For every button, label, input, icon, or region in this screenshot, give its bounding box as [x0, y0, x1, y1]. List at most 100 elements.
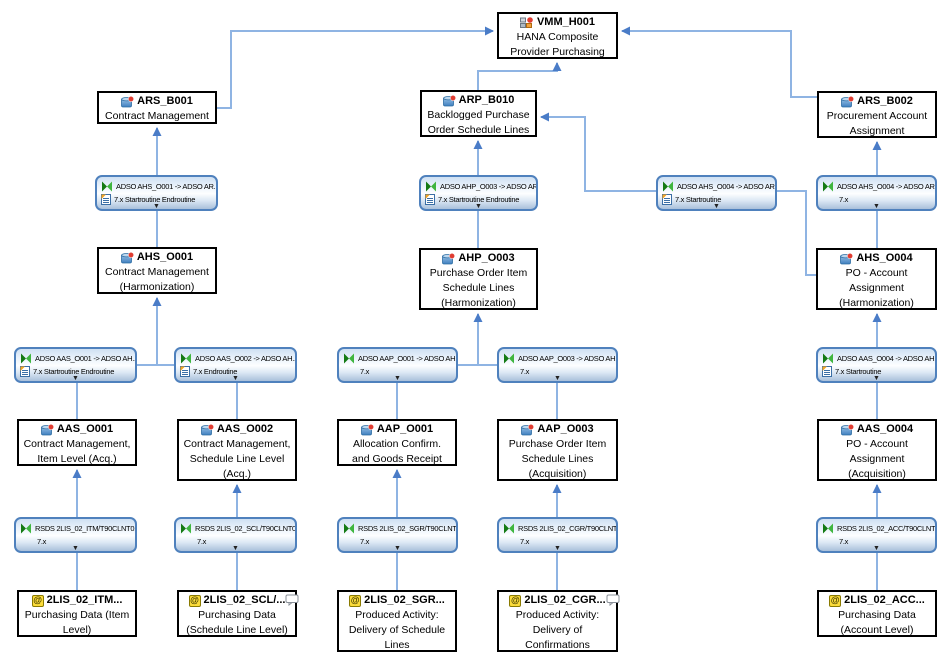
node-description: Purchase Order Item — [508, 438, 607, 450]
trfn-rsds-2lis-02-sgr[interactable]: RSDS 2LIS_02_SGR/T90CLNT0... 7.x ▼ — [337, 517, 458, 553]
adso-icon — [121, 95, 135, 108]
node-description: Assignment — [849, 125, 905, 137]
node-id: AAS_O004 — [856, 423, 914, 435]
datasource-icon: @ — [188, 594, 201, 607]
adso-icon — [442, 94, 456, 107]
node-aas-o002[interactable]: AAS_O002 Contract Management, Schedule L… — [177, 419, 297, 481]
node-ahs-o001[interactable]: AHS_O001 Contract Management (Harmonizat… — [97, 247, 217, 294]
node-description: Assignment — [849, 282, 904, 294]
trfn-label: ADSO AHP_O003 -> ADSO AR... — [440, 182, 536, 191]
node-description: and Goods Receipt — [352, 453, 442, 465]
trfn-detail: 7.x — [360, 537, 370, 546]
note-icon[interactable] — [285, 594, 299, 611]
node-description: (Harmonization) — [119, 281, 195, 293]
trfn-rsds-2lis-02-itm[interactable]: RSDS 2LIS_02_ITM/T90CLNT0... 7.x ▼ — [14, 517, 137, 553]
node-vmm-h001[interactable]: VMM_H001 HANA Composite Provider Purchas… — [497, 12, 618, 59]
trfn-ahp-o003-to-arp-b010[interactable]: ADSO AHP_O003 -> ADSO AR... 7.x Startrou… — [419, 175, 538, 211]
node-description: Lines — [384, 639, 410, 651]
transformation-icon — [822, 523, 834, 534]
node-description: (Harmonization) — [839, 297, 914, 309]
node-id: AAP_O003 — [537, 423, 594, 435]
node-aas-o001[interactable]: AAS_O001 Contract Management, Item Level… — [17, 419, 137, 466]
trfn-label: RSDS 2LIS_02_ITM/T90CLNT0... — [35, 524, 135, 533]
trfn-detail: 7.x Startroutine Endroutine — [438, 195, 520, 204]
trfn-label: ADSO AAS_O001 -> ADSO AH... — [35, 354, 135, 363]
trfn-label: ADSO AAP_O001 -> ADSO AH... — [358, 354, 456, 363]
collapse-arrow-icon[interactable]: ▼ — [394, 375, 401, 382]
transformation-icon — [180, 523, 192, 534]
node-description: Schedule Lines — [521, 453, 594, 465]
trfn-detail: 7.x — [520, 367, 530, 376]
transformation-icon — [343, 353, 355, 364]
collapse-arrow-icon[interactable]: ▼ — [394, 545, 401, 552]
trfn-label: RSDS 2LIS_02_CGR/T90CLNT0... — [518, 524, 616, 533]
node-arp-b010[interactable]: ARP_B010 Backlogged Purchase Order Sched… — [420, 90, 537, 137]
node-id: 2LIS_02_ACC... — [844, 594, 925, 606]
trfn-detail: 7.x Startroutine Endroutine — [114, 195, 196, 204]
collapse-arrow-icon[interactable]: ▼ — [873, 545, 880, 552]
routine-icon — [662, 194, 672, 205]
trfn-detail: 7.x — [197, 537, 207, 546]
transformation-icon — [503, 353, 515, 364]
node-datasource-2lis-02-itm[interactable]: @ 2LIS_02_ITM... Purchasing Data (Item L… — [17, 590, 137, 637]
node-datasource-2lis-02-cgr[interactable]: @ 2LIS_02_CGR... Produced Activity: Deli… — [497, 590, 620, 652]
trfn-aap-o001-to-ahp-o003[interactable]: ADSO AAP_O001 -> ADSO AH... 7.x ▼ — [337, 347, 458, 383]
trfn-detail: 7.x — [37, 537, 47, 546]
adso-icon — [841, 95, 855, 108]
collapse-arrow-icon[interactable]: ▼ — [554, 545, 561, 552]
adso-icon — [521, 423, 535, 436]
collapse-arrow-icon[interactable]: ▼ — [153, 203, 160, 210]
trfn-aas-o001-to-ahs-o001[interactable]: ADSO AAS_O001 -> ADSO AH... 7.x Startrou… — [14, 347, 137, 383]
collapse-arrow-icon[interactable]: ▼ — [873, 375, 880, 382]
collapse-arrow-icon[interactable]: ▼ — [554, 375, 561, 382]
node-ars-b002[interactable]: ARS_B002 Procurement Account Assignment — [817, 91, 937, 138]
node-description: (Acquisition) — [528, 468, 587, 480]
node-description: Schedule Lines — [442, 282, 515, 294]
node-ars-b001[interactable]: ARS_B001 Contract Management — [97, 91, 217, 124]
node-aap-o003[interactable]: AAP_O003 Purchase Order Item Schedule Li… — [497, 419, 618, 481]
node-description: Assignment — [849, 453, 905, 465]
collapse-arrow-icon[interactable]: ▼ — [232, 545, 239, 552]
node-description: Purchasing Data — [838, 609, 916, 621]
node-id: VMM_H001 — [536, 16, 596, 28]
collapse-arrow-icon[interactable]: ▼ — [713, 203, 720, 210]
collapse-arrow-icon[interactable]: ▼ — [232, 375, 239, 382]
trfn-aas-o004-to-ahs-o004[interactable]: ADSO AAS_O004 -> ADSO AH... 7.x Startrou… — [816, 347, 937, 383]
adso-icon — [40, 423, 54, 436]
trfn-rsds-2lis-02-scl[interactable]: RSDS 2LIS_02_SCL/T90CLNT0... 7.x ▼ — [174, 517, 297, 553]
trfn-ahs-o004-to-ars-b002[interactable]: ADSO AHS_O004 -> ADSO AR... 7.x ▼ — [816, 175, 937, 211]
adso-icon — [442, 252, 456, 265]
node-aas-o004[interactable]: AAS_O004 PO - Account Assignment (Acquis… — [817, 419, 937, 481]
trfn-label: ADSO AAP_O003 -> ADSO AH... — [518, 354, 616, 363]
note-icon[interactable] — [606, 594, 620, 611]
collapse-arrow-icon[interactable]: ▼ — [475, 203, 482, 210]
node-description: Contract Management — [105, 266, 209, 278]
node-datasource-2lis-02-scl[interactable]: @ 2LIS_02_SCL/... Purchasing Data (Sched… — [177, 590, 299, 637]
node-description: Provider Purchasing — [510, 46, 605, 58]
transformation-icon — [20, 353, 32, 364]
node-datasource-2lis-02-acc[interactable]: @ 2LIS_02_ACC... Purchasing Data (Accoun… — [817, 590, 937, 637]
trfn-detail: 7.x — [839, 537, 849, 546]
transformation-icon — [503, 523, 515, 534]
transformation-icon — [425, 181, 437, 192]
trfn-aap-o003-to-ahp-o003[interactable]: ADSO AAP_O003 -> ADSO AH... 7.x ▼ — [497, 347, 618, 383]
collapse-arrow-icon[interactable]: ▼ — [873, 203, 880, 210]
node-aap-o001[interactable]: AAP_O001 Allocation Confirm. and Goods R… — [337, 419, 457, 466]
node-description: Purchasing Data (Item — [24, 609, 130, 621]
node-ahs-o004[interactable]: AHS_O004 PO - Account Assignment (Harmon… — [816, 248, 937, 310]
trfn-rsds-2lis-02-acc[interactable]: RSDS 2LIS_02_ACC/T90CLNT0... 7.x ▼ — [816, 517, 937, 553]
collapse-arrow-icon[interactable]: ▼ — [72, 545, 79, 552]
node-datasource-2lis-02-sgr[interactable]: @ 2LIS_02_SGR... Produced Activity: Deli… — [337, 590, 457, 652]
transformation-icon — [822, 353, 834, 364]
collapse-arrow-icon[interactable]: ▼ — [72, 375, 79, 382]
node-id: AAS_O001 — [56, 423, 114, 435]
datasource-icon: @ — [829, 594, 842, 607]
trfn-rsds-2lis-02-cgr[interactable]: RSDS 2LIS_02_CGR/T90CLNT0... 7.x ▼ — [497, 517, 618, 553]
node-description: Contract Management — [105, 110, 209, 122]
trfn-ahs-o001-to-ars-b001[interactable]: ADSO AHS_O001 -> ADSO AR... 7.x Startrou… — [95, 175, 218, 211]
trfn-aas-o002-to-ahs-o001[interactable]: ADSO AAS_O002 -> ADSO AH... 7.x Endrouti… — [174, 347, 297, 383]
node-ahp-o003[interactable]: AHP_O003 Purchase Order Item Schedule Li… — [419, 248, 538, 310]
trfn-ahs-o004-to-arp-b010[interactable]: ADSO AHS_O004 -> ADSO AR... 7.x Startrou… — [656, 175, 777, 211]
routine-icon — [101, 194, 111, 205]
trfn-detail: 7.x Startroutine Endroutine — [33, 367, 115, 376]
